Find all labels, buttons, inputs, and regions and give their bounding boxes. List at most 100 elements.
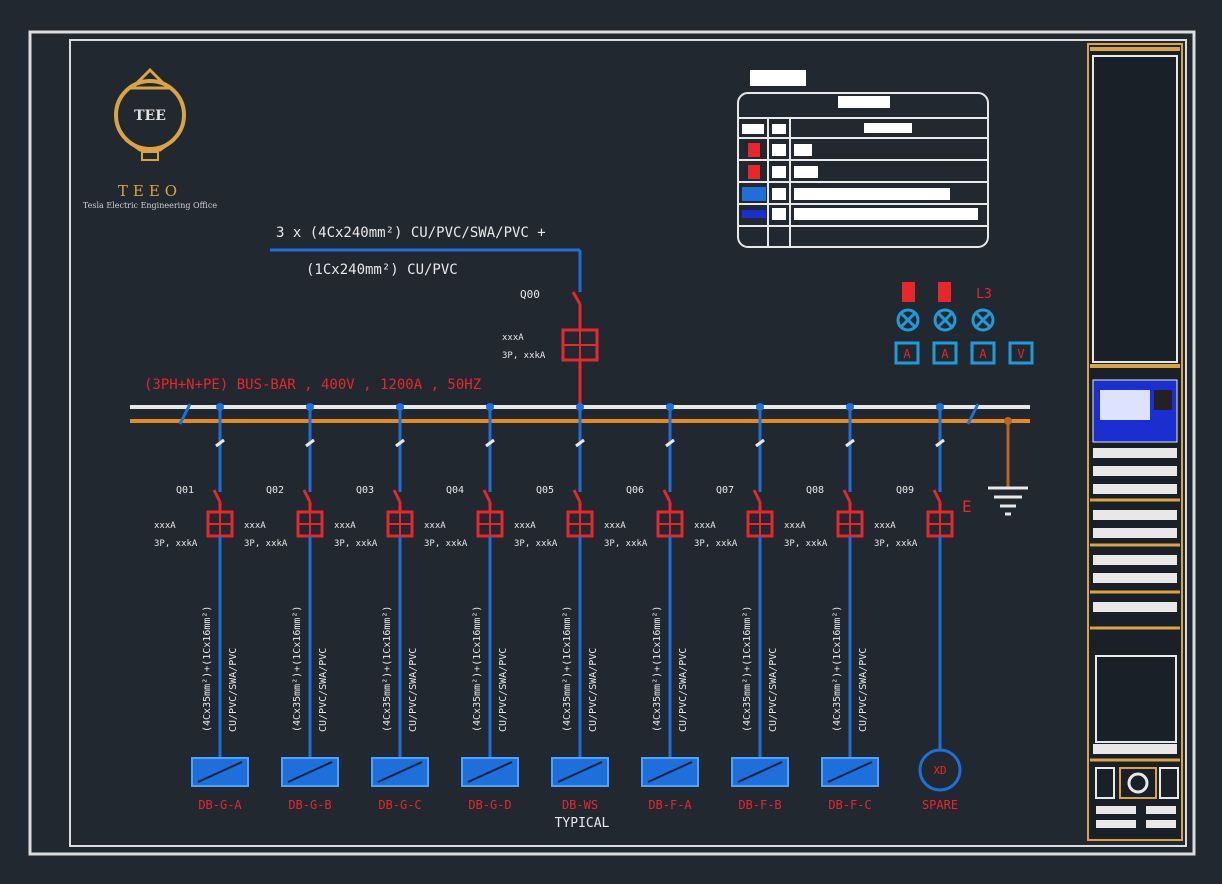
ammeter-l2: A xyxy=(941,347,949,361)
panel-diagonal-6 xyxy=(647,761,693,783)
feeder-tag-6: Q06 xyxy=(626,485,644,496)
panel-diagonal-7 xyxy=(737,761,783,783)
feeder-cable-type-7: CU/PVC/SWA/PVC xyxy=(768,648,779,732)
earth-label: E xyxy=(962,497,972,516)
feeder-tag-7: Q07 xyxy=(716,485,734,496)
incoming-breaker-tag: Q00 xyxy=(520,288,540,301)
feeder-cable-type-8: CU/PVC/SWA/PVC xyxy=(858,648,869,732)
logo-mark: TEE xyxy=(134,108,166,124)
feeder-rating-4: xxxA xyxy=(424,521,446,531)
incoming-cable-line1: 3 x (4Cx240mm²) CU/PVC/SWA/PVC + xyxy=(276,225,546,241)
feeder-fuse-mark-7 xyxy=(755,438,765,448)
incoming-cable-line2: (1Cx240mm²) CU/PVC xyxy=(306,262,458,278)
feeder-rating-3: xxxA xyxy=(334,521,356,531)
ammeter-l1: A xyxy=(903,347,911,361)
feeder-tag-3: Q03 xyxy=(356,485,374,496)
feeder-switch-4 xyxy=(482,489,492,503)
title-block xyxy=(1087,43,1183,841)
panel-diagonal-3 xyxy=(377,761,423,783)
inner-frame xyxy=(69,39,1187,847)
panel-label-7: DB-F-B xyxy=(738,798,781,812)
feeder-rating-1: xxxA xyxy=(154,521,176,531)
voltmeter: V xyxy=(1017,347,1024,361)
feeder-rating-2: xxxA xyxy=(244,521,266,531)
feeder-fuse-mark-4 xyxy=(485,438,495,448)
feeder-cable-type-6: CU/PVC/SWA/PVC xyxy=(678,648,689,732)
ammeter-l3: A xyxy=(979,347,987,361)
feeder-cable-size-5: (4Cx35mm²)+(1Cx16mm²) xyxy=(562,606,573,732)
indication-panel: L3 A A A V xyxy=(894,282,1034,365)
feeder-rating-8: xxxA xyxy=(784,521,806,531)
incoming-feeder: 3 x (4Cx240mm²) CU/PVC/SWA/PVC + (1Cx240… xyxy=(270,225,599,407)
feeder-cable-size-2: (4Cx35mm²)+(1Cx16mm²) xyxy=(292,606,303,732)
feeder-rating-7: xxxA xyxy=(694,521,716,531)
feeder-fuse-mark-1 xyxy=(215,438,225,448)
feeder-cable-size-3: (4Cx35mm²)+(1Cx16mm²) xyxy=(382,606,393,732)
phase-lamp-l2 xyxy=(938,282,951,302)
phase-label-l3: L3 xyxy=(976,287,992,302)
panel-label-2: DB-G-B xyxy=(288,798,331,812)
feeder-cable-type-3: CU/PVC/SWA/PVC xyxy=(408,648,419,732)
feeder-tag-8: Q08 xyxy=(806,485,824,496)
logo-name: TEEO xyxy=(118,182,182,200)
feeder-switch-6 xyxy=(662,489,672,503)
feeder-cable-type-5: CU/PVC/SWA/PVC xyxy=(588,648,599,732)
feeder-cable-size-1: (4Cx35mm²)+(1Cx16mm²) xyxy=(202,606,213,732)
feeder-poles-5: 3P, xxkA xyxy=(514,539,558,549)
legend-table xyxy=(737,70,989,248)
panel-label-4: DB-G-D xyxy=(468,798,511,812)
panel-diagonal-2 xyxy=(287,761,333,783)
feeder-fuse-mark-3 xyxy=(395,438,405,448)
spare-symbol xyxy=(918,748,962,792)
panel-diagonal-4 xyxy=(467,761,513,783)
feeder-rating-6: xxxA xyxy=(604,521,626,531)
feeder-switch-9 xyxy=(932,489,942,503)
panel-label-1: DB-G-A xyxy=(198,798,242,812)
panel-label-3: DB-G-C xyxy=(378,798,421,812)
feeder-cable-type-1: CU/PVC/SWA/PVC xyxy=(228,648,239,732)
feeder-cable-size-6: (4Cx35mm²)+(1Cx16mm²) xyxy=(652,606,663,732)
typical-label: TYPICAL xyxy=(555,816,610,831)
panel-label-9: SPARE xyxy=(922,798,958,812)
feeder-fuse-mark-5 xyxy=(575,438,585,448)
feeder-tag-9: Q09 xyxy=(896,485,914,496)
company-logo: TEE TEEO Tesla Electric Engineering Offi… xyxy=(83,67,217,210)
feeder-rating-9: xxxA xyxy=(874,521,896,531)
panel-diagonal-8 xyxy=(827,761,873,783)
feeder-cable-size-7: (4Cx35mm²)+(1Cx16mm²) xyxy=(742,606,753,732)
feeder-switch-3 xyxy=(392,489,402,503)
earth-connection: E xyxy=(962,421,1028,516)
feeder-tag-1: Q01 xyxy=(176,485,194,496)
incoming-breaker-rating: xxxA xyxy=(502,333,524,343)
feeder-fuse-mark-9 xyxy=(935,438,945,448)
feeder-tag-2: Q02 xyxy=(266,485,284,496)
feeder-poles-2: 3P, xxkA xyxy=(244,539,288,549)
feeder-tag-4: Q04 xyxy=(446,485,464,496)
feeder-fuse-mark-6 xyxy=(665,438,675,448)
feeder-poles-4: 3P, xxkA xyxy=(424,539,468,549)
outgoing-feeders: Q01 xxxA 3P, xxkA (4Cx35mm²)+(1Cx16mm²) CU/P… xyxy=(154,403,962,812)
feeder-switch-2 xyxy=(302,489,312,503)
feeder-switch-1 xyxy=(212,489,222,503)
feeder-fuse-mark-2 xyxy=(305,438,315,448)
feeder-cable-size-8: (4Cx35mm²)+(1Cx16mm²) xyxy=(832,606,843,732)
feeder-poles-6: 3P, xxkA xyxy=(604,539,648,549)
phase-lamp-l1 xyxy=(902,282,915,302)
feeder-poles-1: 3P, xxkA xyxy=(154,539,198,549)
feeder-poles-8: 3P, xxkA xyxy=(784,539,828,549)
panel-label-8: DB-F-C xyxy=(828,798,871,812)
feeder-switch-7 xyxy=(752,489,762,503)
feeder-switch-5 xyxy=(572,489,582,503)
feeder-poles-9: 3P, xxkA xyxy=(874,539,918,549)
feeder-tag-5: Q05 xyxy=(536,485,554,496)
feeder-rating-5: xxxA xyxy=(514,521,536,531)
panel-label-5: DB-WS xyxy=(562,798,598,812)
panel-label-6: DB-F-A xyxy=(648,798,692,812)
outer-frame xyxy=(28,30,1196,856)
feeder-poles-3: 3P, xxkA xyxy=(334,539,378,549)
feeder-poles-7: 3P, xxkA xyxy=(694,539,738,549)
feeder-cable-size-4: (4Cx35mm²)+(1Cx16mm²) xyxy=(472,606,483,732)
feeder-cable-type-4: CU/PVC/SWA/PVC xyxy=(498,648,509,732)
incoming-breaker-poles: 3P, xxkA xyxy=(502,351,546,361)
